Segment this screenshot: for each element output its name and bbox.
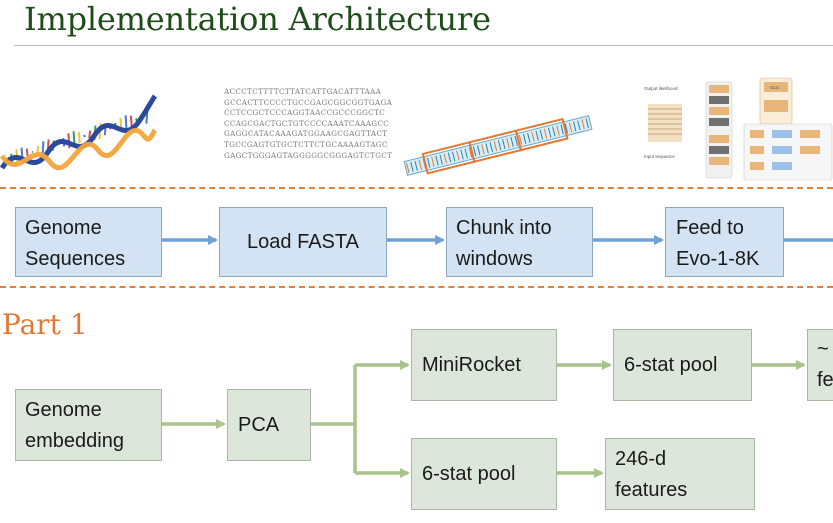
dna-helix-image: [0, 94, 158, 171]
chunk-windows-box: Chunk into windows: [446, 207, 593, 277]
sequence-line: CCAGCGACTGCTGTCCCCAAATCAAAGCC: [224, 118, 390, 128]
sequence-line: GCCACTTCCCCTGCCGAGCGGCGGTGAGA: [224, 97, 393, 107]
sequence-line: CCTCCGCTCCCAGGTAACCGCCCGGCTC: [224, 108, 386, 118]
evo-architecture-figure: Output likelihood Input sequence GLU: [644, 77, 833, 181]
feed-evo-box: Feed to Evo-1-8K: [665, 207, 784, 277]
sequence-line: TGCCGAGTGTGCTCTTCTGCAAAAGTAGC: [224, 139, 388, 149]
branch-connector: [311, 365, 357, 473]
features-246d-box: 246-d features: [605, 438, 755, 510]
genome-sequences-box: Genome Sequences: [15, 207, 162, 277]
section-divider-bottom: [0, 286, 833, 288]
features-top-box: ~ fe: [807, 329, 833, 401]
chunked-dna-image: [403, 115, 593, 176]
title-underline: [14, 45, 833, 46]
dna-sequence-text: ACCCTCTTTTCTTATCATTGACATTTAAA GCCACTTCCC…: [224, 87, 392, 161]
glu-label: GLU: [770, 85, 779, 90]
section-divider-top: [0, 187, 833, 189]
six-stat-pool-top-box: 6-stat pool: [613, 329, 752, 401]
sequence-line: ACCCTCTTTTCTTATCATTGACATTTAAA: [224, 87, 382, 96]
input-sequence-label: Input sequence: [644, 154, 675, 159]
slide-title: Implementation Architecture: [24, 0, 491, 38]
sequence-line: GAGGCATACAAAGATGGAAGCGAGTTACT: [224, 129, 388, 139]
sequence-line: GAGCTGGGAGTAGGGGGCGGGAGTCTGCT: [224, 150, 393, 160]
load-fasta-box: Load FASTA: [219, 207, 387, 277]
genome-embedding-box: Genome embedding: [15, 389, 162, 461]
part-1-heading: Part 1: [2, 308, 88, 341]
six-stat-pool-bottom-box: 6-stat pool: [411, 438, 557, 510]
output-likelihood-label: Output likelihood: [644, 86, 678, 91]
minirocket-box: MiniRocket: [411, 329, 557, 401]
pca-box: PCA: [227, 389, 311, 461]
